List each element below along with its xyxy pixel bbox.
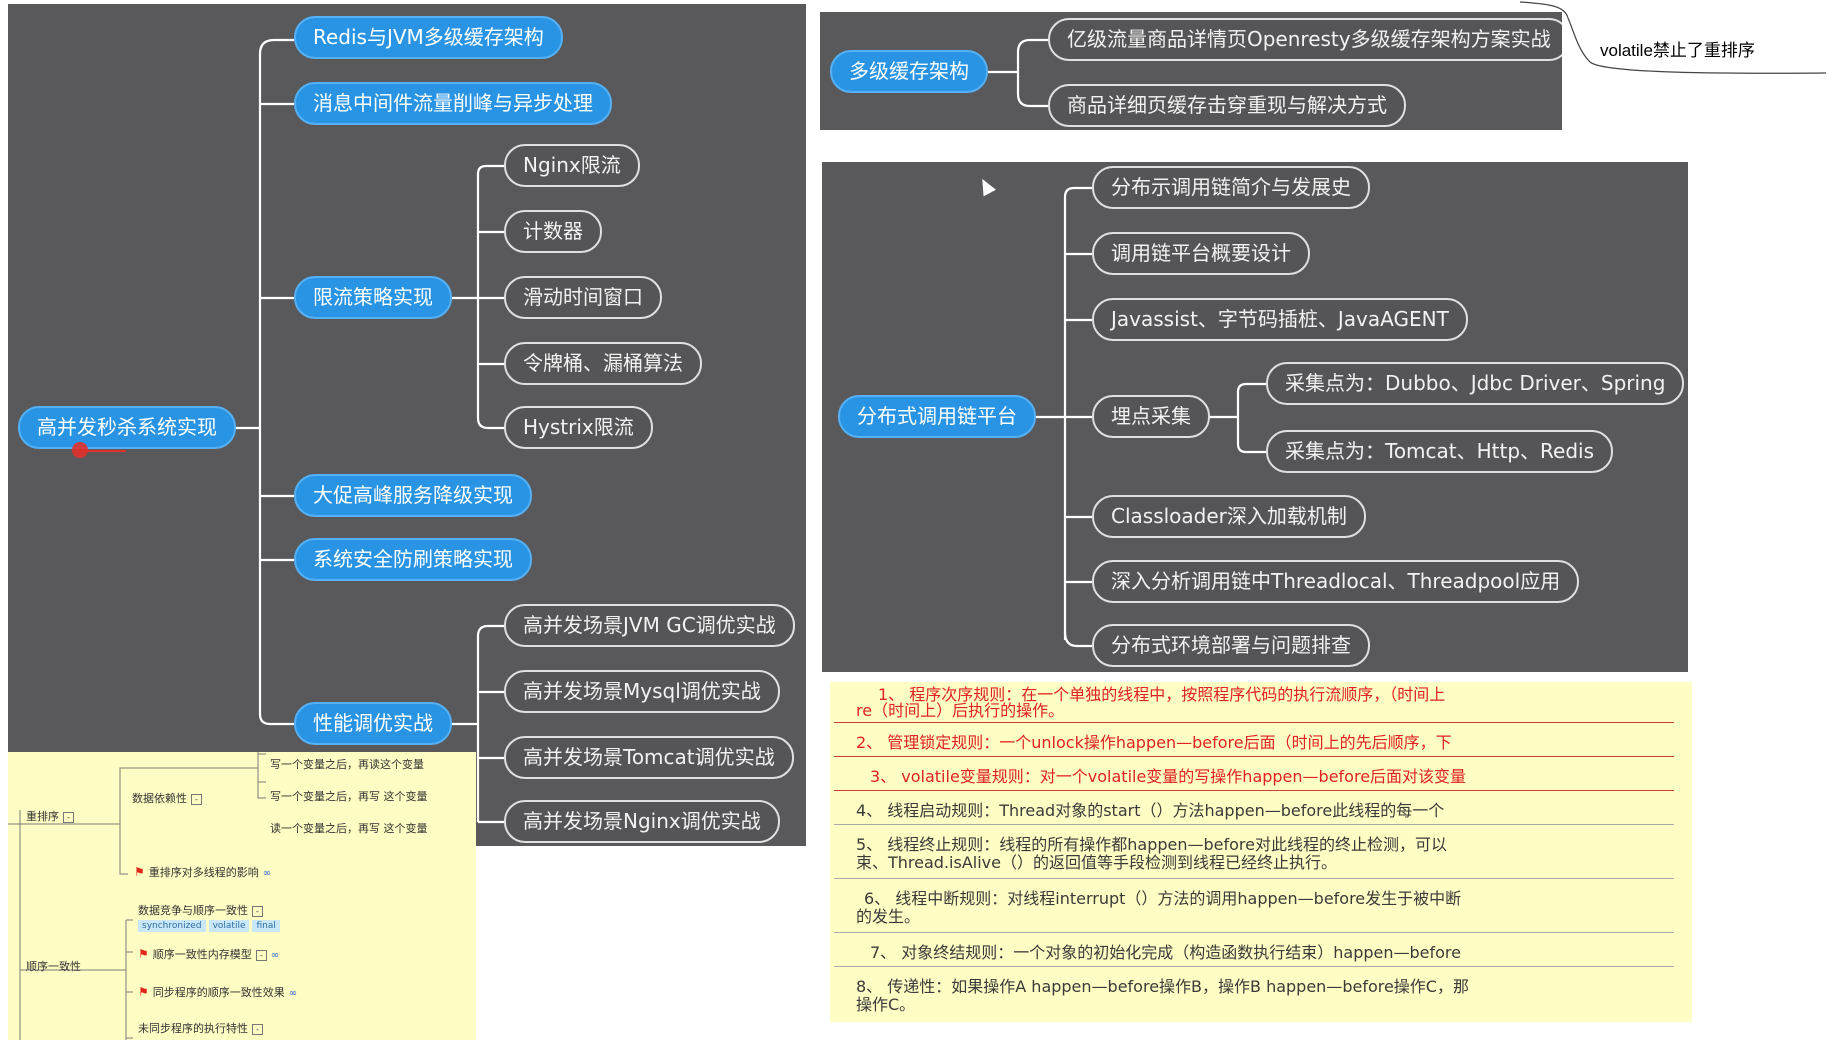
rule-6-line2: 的发生。 — [856, 907, 921, 926]
rule-8-line2: 操作C。 — [856, 995, 916, 1014]
rule-7-line1: 7、 对象终结规则：一个对象的初始化完成（构造函数执行结束）happen—bef… — [870, 943, 1462, 962]
leaf-token-bucket[interactable]: 令牌桶、漏桶算法 — [504, 342, 702, 385]
callout-shape — [1520, 1, 1827, 74]
link-icon[interactable]: ∞ — [270, 950, 280, 961]
memory-model-minimap: 重排序- 数据依赖性- 写一个变量之后，再读这个变量 写一个变量之后，再写 这个… — [8, 752, 476, 1040]
callout-volatile-text: volatile禁止了重排序 — [1600, 41, 1755, 60]
rule-1-line2: re（时间上）后执行的操作。 — [856, 701, 1065, 720]
mindmap-connectors — [988, 38, 1048, 108]
leaf-tracking-collection[interactable]: 埋点采集 — [1092, 395, 1210, 438]
mm-consistency[interactable]: 顺序一致性 — [26, 960, 81, 973]
leaf-collect-tomcat[interactable]: 采集点为：Tomcat、Http、Redis — [1266, 430, 1614, 473]
leaf-cache-breakdown[interactable]: 商品详细页缓存击穿重现与解决方式 — [1048, 84, 1406, 127]
red-underline-mark — [80, 450, 126, 452]
flag-icon: ⚑ — [138, 947, 149, 961]
leaf-deploy-troubleshoot[interactable]: 分布式环境部署与问题排查 — [1092, 624, 1370, 667]
flag-icon: ⚑ — [138, 985, 149, 999]
leaf-platform-design[interactable]: 调用链平台概要设计 — [1092, 232, 1310, 275]
leaf-nginx-limit[interactable]: Nginx限流 — [504, 144, 640, 187]
rule-1-line1: 1、 程序次序规则：在一个单独的线程中，按照程序代码的执行流顺序，（时间上 — [878, 685, 1446, 704]
mindmap-connectors — [1032, 186, 1266, 648]
rule-divider — [834, 878, 1674, 879]
collapse-box-icon[interactable]: - — [252, 905, 263, 917]
leaf-hystrix-limit[interactable]: Hystrix限流 — [504, 406, 653, 449]
rule-divider — [834, 722, 1674, 723]
link-icon[interactable]: ∞ — [262, 868, 272, 879]
rule-divider — [834, 756, 1674, 757]
rule-divider — [834, 824, 1674, 825]
branch-security[interactable]: 系统安全防刷策略实现 — [294, 538, 532, 581]
link-icon[interactable]: ∞ — [288, 988, 298, 999]
mm-unsync[interactable]: 未同步程序的执行特性- — [138, 1020, 263, 1036]
happens-before-rules: 1、 程序次序规则：在一个单独的线程中，按照程序代码的执行流顺序，（时间上 re… — [830, 682, 1692, 1022]
branch-mq-peak-shaving[interactable]: 消息中间件流量削峰与异步处理 — [294, 82, 612, 125]
mm-dep-item-1: 写一个变量之后，再写 这个变量 — [270, 790, 428, 803]
minimap-connectors — [8, 752, 266, 1040]
leaf-jvm-gc-tuning[interactable]: 高并发场景JVM GC调优实战 — [504, 604, 795, 647]
rule-5-line2: 束、Thread.isAlive（）的返回值等手段检测到线程已经终止执行。 — [856, 853, 1337, 872]
collapse-box-icon[interactable]: - — [255, 949, 267, 961]
rule-3-line1: 3、 volatile变量规则：对一个volatile变量的写操作happen—… — [870, 767, 1467, 786]
mm-sync-effect[interactable]: ⚑同步程序的顺序一致性效果∞ — [138, 985, 298, 999]
leaf-tracing-history[interactable]: 分布示调用链简介与发展史 — [1092, 166, 1370, 209]
flag-icon: ⚑ — [134, 865, 145, 879]
rule-divider — [834, 790, 1674, 791]
mm-data-race[interactable]: 数据竞争与顺序一致性- — [138, 902, 263, 918]
mm-reorder-effect[interactable]: ⚑重排序对多线程的影响∞ — [134, 865, 272, 879]
branch-redis-jvm-cache[interactable]: Redis与JVM多级缓存架构 — [294, 16, 563, 59]
root-node-multilevel-cache[interactable]: 多级缓存架构 — [830, 50, 988, 93]
leaf-mysql-tuning[interactable]: 高并发场景Mysql调优实战 — [504, 670, 780, 713]
mindmap-panel-cache: 多级缓存架构 亿级流量商品详情页Openresty多级缓存架构方案实战 商品详细… — [820, 12, 1562, 130]
leaf-sliding-window[interactable]: 滑动时间窗口 — [504, 276, 662, 319]
mm-reorder[interactable]: 重排序- — [26, 808, 74, 824]
leaf-nginx-tuning[interactable]: 高并发场景Nginx调优实战 — [504, 800, 780, 843]
mindmap-panel-seckill: 高并发秒杀系统实现 Redis与JVM多级缓存架构 消息中间件流量削峰与异步处理… — [8, 4, 806, 846]
mm-data-dependency[interactable]: 数据依赖性- — [132, 790, 202, 806]
collapse-box-icon[interactable]: - — [252, 1023, 263, 1035]
rule-6-line1: 6、 线程中断规则：对线程interrupt（）方法的调用happen—befo… — [864, 889, 1462, 908]
root-node-seckill[interactable]: 高并发秒杀系统实现 — [18, 406, 236, 449]
mindmap-connectors — [230, 38, 504, 824]
root-node-tracing-platform[interactable]: 分布式调用链平台 — [838, 395, 1036, 438]
leaf-threadlocal-pool[interactable]: 深入分析调用链中Threadlocal、Threadpool应用 — [1092, 560, 1580, 603]
rule-4-line1: 4、 线程启动规则：Thread对象的start（）方法happen—befor… — [856, 801, 1445, 820]
rule-5-line1: 5、 线程终止规则：线程的所有操作都happen—before对此线程的终止检测… — [856, 835, 1448, 854]
mm-memory-model[interactable]: ⚑顺序一致性内存模型-∞ — [138, 947, 280, 961]
rule-divider — [834, 932, 1674, 933]
rule-divider — [834, 966, 1674, 967]
mindmap-panel-tracing: 分布式调用链平台 分布示调用链简介与发展史 调用链平台概要设计 Javassis… — [822, 162, 1688, 672]
branch-performance-tuning[interactable]: 性能调优实战 — [294, 702, 452, 745]
collapse-box-icon[interactable]: - — [191, 793, 202, 805]
branch-rate-limit[interactable]: 限流策略实现 — [294, 276, 452, 319]
leaf-tomcat-tuning[interactable]: 高并发场景Tomcat调优实战 — [504, 736, 794, 779]
branch-degradation[interactable]: 大促高峰服务降级实现 — [294, 474, 532, 517]
rule-2-line1: 2、 管理锁定规则：一个unlock操作happen—before后面（时间上的… — [856, 733, 1452, 752]
mm-dep-item-2: 读一个变量之后，再写 这个变量 — [270, 822, 428, 835]
leaf-openresty-cache[interactable]: 亿级流量商品详情页Openresty多级缓存架构方案实战 — [1048, 18, 1562, 61]
leaf-javassist-agent[interactable]: Javassist、字节码插桩、JavaAGENT — [1092, 298, 1468, 341]
rule-8-line1: 8、 传递性：如果操作A happen—before操作B，操作B happen… — [856, 977, 1469, 996]
leaf-collect-dubbo[interactable]: 采集点为：Dubbo、Jdbc Driver、Spring — [1266, 362, 1685, 405]
leaf-classloader[interactable]: Classloader深入加载机制 — [1092, 495, 1366, 538]
mm-dep-item-0: 写一个变量之后，再读这个变量 — [270, 758, 424, 771]
collapse-box-icon[interactable]: - — [63, 811, 74, 823]
leaf-counter[interactable]: 计数器 — [504, 210, 602, 253]
